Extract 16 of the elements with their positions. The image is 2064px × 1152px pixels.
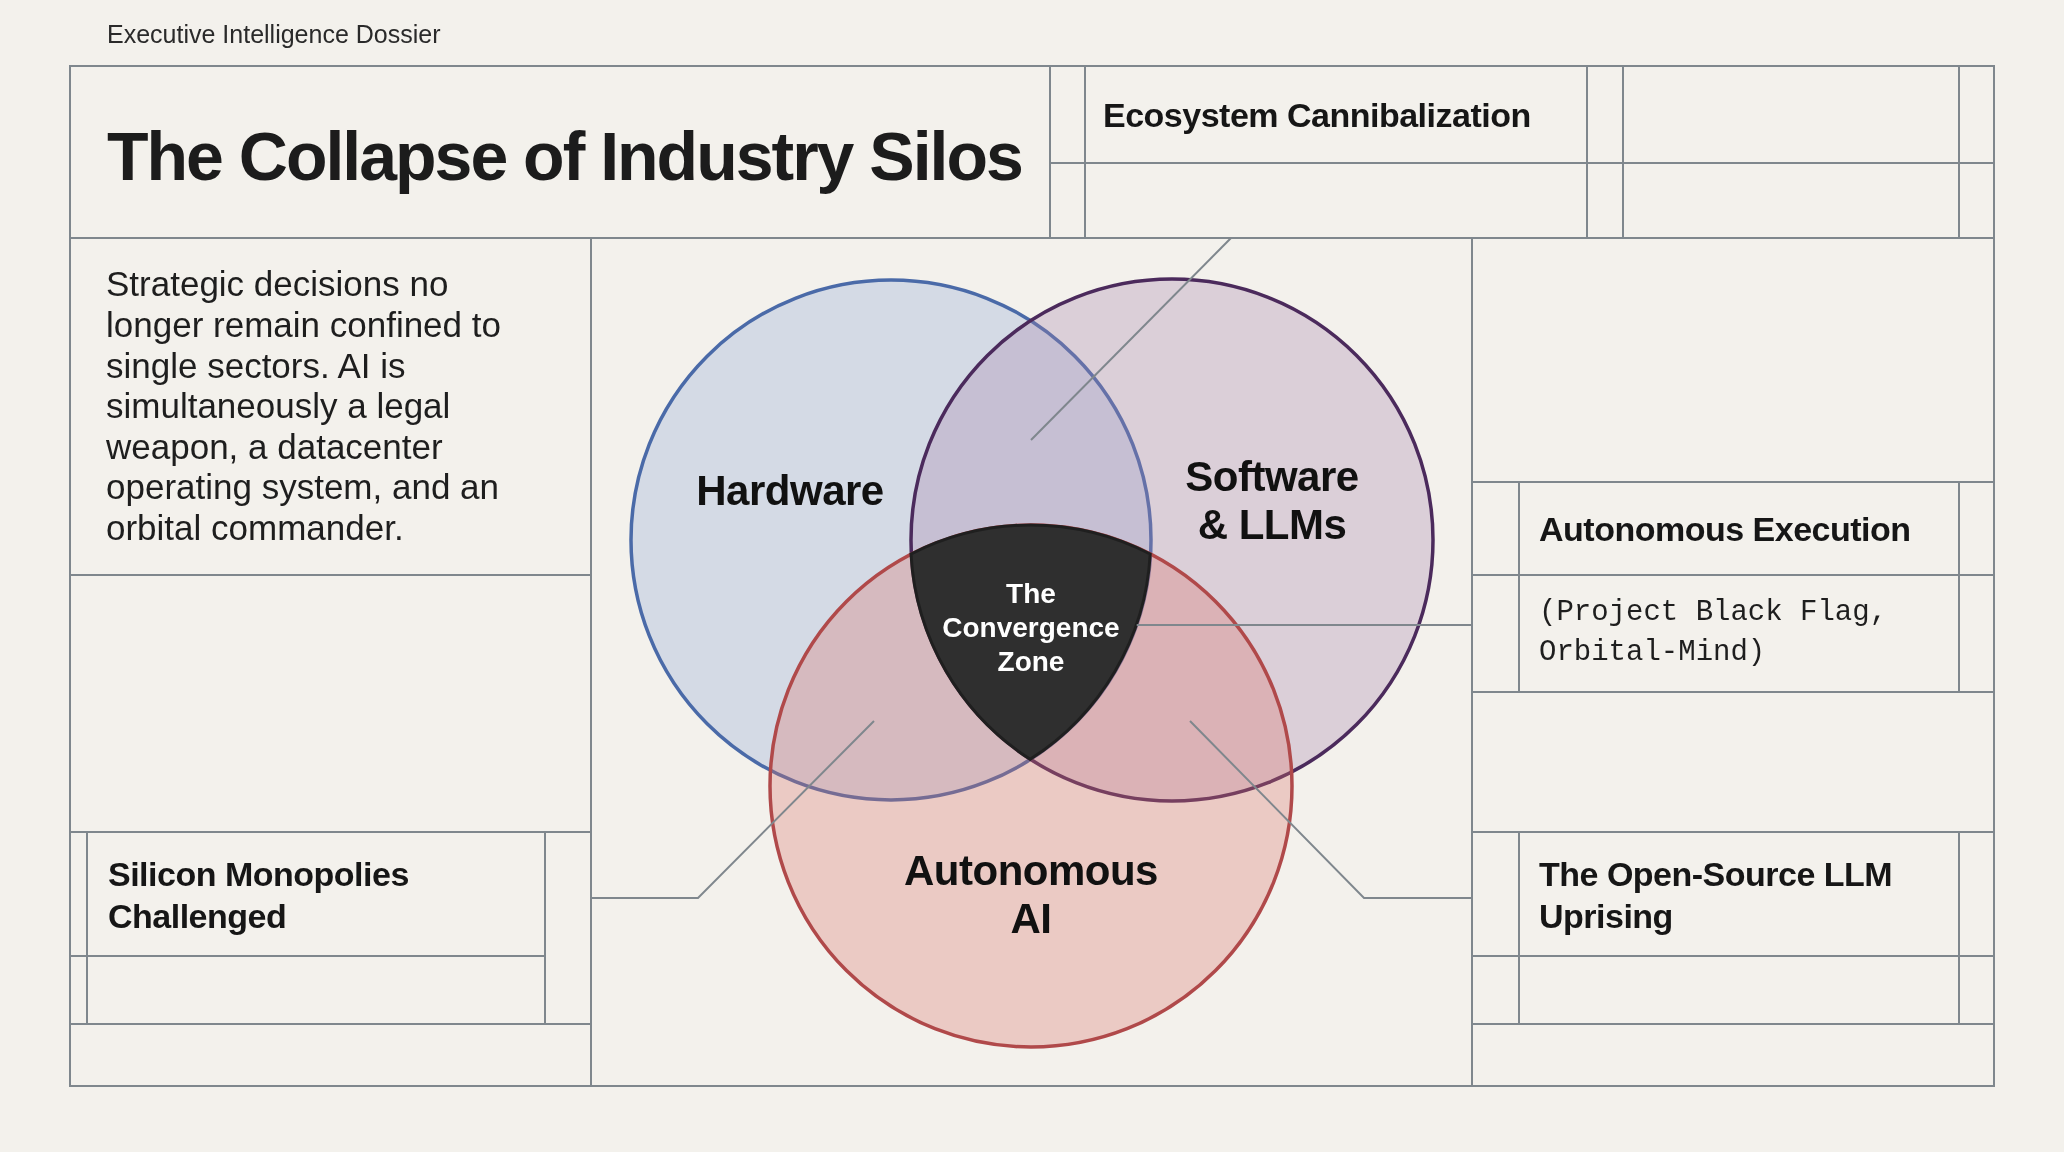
circle-label: Autonomous AI bbox=[903, 847, 1159, 943]
circle-label: Hardware bbox=[696, 467, 884, 515]
leader-line bbox=[1135, 624, 1473, 626]
leader-line bbox=[1030, 237, 1232, 441]
circle-label: Software & LLMs bbox=[1184, 453, 1360, 549]
callout-heading: Silicon Monopolies Challenged bbox=[108, 853, 410, 937]
callout-heading: The Open-Source LLM Uprising bbox=[1539, 853, 1894, 937]
callout-subtitle: (Project Black Flag, Orbital-Mind) bbox=[1539, 595, 1889, 671]
region-label: The Convergence Zone bbox=[941, 577, 1121, 679]
header-text: Executive Intelligence Dossier bbox=[107, 19, 441, 49]
convergence-region bbox=[909, 523, 1153, 762]
leader-line bbox=[1189, 720, 1473, 899]
callout-heading: Ecosystem Cannibalization bbox=[1103, 95, 1531, 136]
leader-line bbox=[590, 720, 875, 899]
intro-paragraph: Strategic decisions no longer remain confined to single sectors. AI is simultaneously a legal weapon, a datacenter operating system, and an orbital commander. bbox=[106, 264, 502, 549]
callout-heading: Autonomous Execution bbox=[1539, 509, 1911, 550]
